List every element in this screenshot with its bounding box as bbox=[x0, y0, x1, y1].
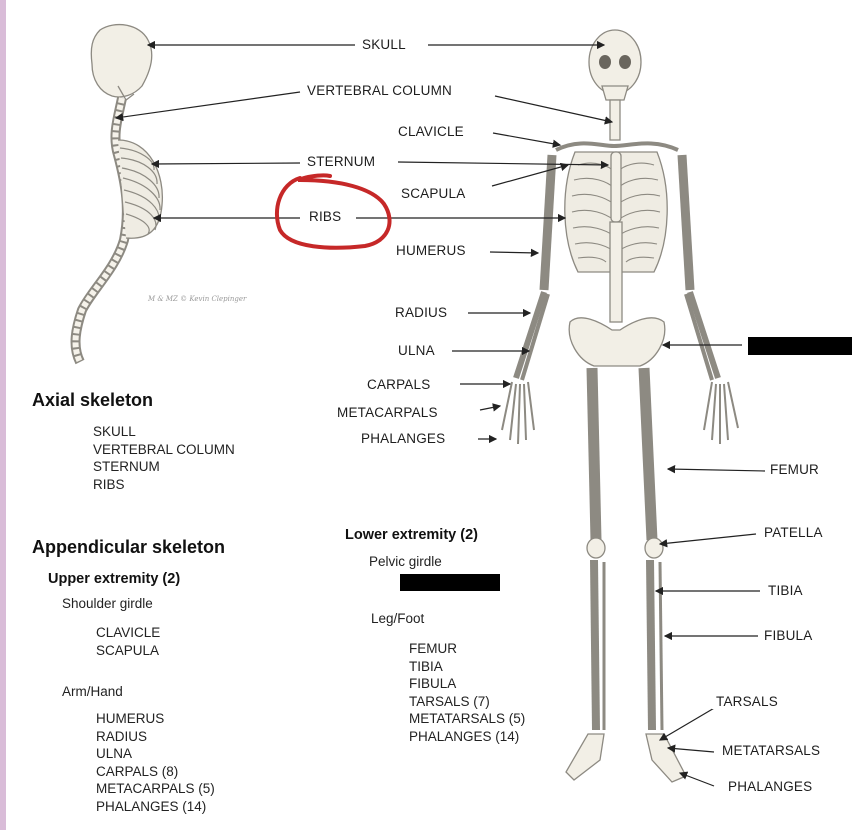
label-tarsals: TARSALS bbox=[712, 694, 782, 709]
label-patella: PATELLA bbox=[760, 525, 827, 540]
appendicular-heading: Appendicular skeleton bbox=[32, 537, 226, 557]
label-scapula: SCAPULA bbox=[397, 186, 470, 201]
label-tibia: TIBIA bbox=[764, 583, 807, 598]
arm-hand-label: Arm/Hand bbox=[62, 684, 123, 699]
list-item: FIBULA bbox=[409, 676, 457, 691]
anterior-clavicles bbox=[555, 141, 679, 152]
label-femur: FEMUR bbox=[766, 462, 823, 477]
list-item: FEMUR bbox=[409, 641, 457, 656]
list-item: PHALANGES (14) bbox=[409, 728, 520, 744]
leg-foot-list: FEMUR TIBIA FIBULA TARSALS (7) METATARSA… bbox=[409, 640, 525, 745]
shoulder-girdle-list: CLAVICLE SCAPULA bbox=[96, 624, 160, 659]
left-edge-stripe bbox=[0, 0, 6, 830]
pelvic-girdle-label: Pelvic girdle bbox=[369, 554, 442, 569]
list-item: SCAPULA bbox=[96, 642, 160, 658]
list-item: SKULL bbox=[93, 424, 136, 439]
axial-heading: Axial skeleton bbox=[32, 390, 154, 410]
leader-lines bbox=[114, 40, 766, 787]
label-humerus: HUMERUS bbox=[392, 243, 470, 258]
upper-extremity-heading: Upper extremity (2) bbox=[48, 571, 181, 587]
list-item: PHALANGES (14) bbox=[96, 798, 207, 814]
red-annotation-circle bbox=[274, 173, 392, 250]
artist-signature: M & MZ © Kevin Clepinger bbox=[148, 295, 247, 303]
axial-list: SKULL VERTEBRAL COLUMN STERNUM RIBS bbox=[93, 423, 235, 493]
shoulder-girdle-label: Shoulder girdle bbox=[62, 596, 153, 611]
list-item: TIBIA bbox=[409, 658, 443, 674]
label-ulna: ULNA bbox=[394, 343, 439, 358]
list-item: METATARSALS (5) bbox=[409, 711, 526, 726]
label-clavicle: CLAVICLE bbox=[394, 124, 468, 139]
label-metatarsals: METATARSALS bbox=[718, 743, 825, 758]
lateral-skeleton bbox=[70, 23, 164, 365]
label-phalanges-foot: PHALANGES bbox=[724, 779, 817, 794]
label-skull: SKULL bbox=[358, 37, 410, 52]
list-item: TARSALS (7) bbox=[409, 693, 490, 709]
label-carpals: CARPALS bbox=[363, 377, 435, 392]
anterior-skull bbox=[588, 29, 642, 95]
list-item: RADIUS bbox=[96, 728, 148, 744]
label-sternum: STERNUM bbox=[303, 154, 380, 169]
arm-hand-list: HUMERUS RADIUS ULNA CARPALS (8) METACARP… bbox=[96, 710, 215, 815]
anterior-pelvis bbox=[568, 317, 666, 367]
lower-extremity-heading: Lower extremity (2) bbox=[345, 527, 478, 543]
label-fibula: FIBULA bbox=[760, 628, 817, 643]
anterior-skeleton bbox=[501, 29, 739, 783]
list-item: CLAVICLE bbox=[96, 625, 161, 640]
lateral-skull bbox=[90, 23, 153, 98]
list-item: HUMERUS bbox=[96, 711, 165, 726]
redaction-bar-pelvic-girdle bbox=[400, 574, 500, 591]
list-item: STERNUM bbox=[93, 459, 160, 474]
label-phalanges-hand: PHALANGES bbox=[357, 431, 450, 446]
list-item: RIBS bbox=[93, 476, 125, 492]
label-ribs: RIBS bbox=[305, 209, 346, 224]
label-vertebral-column: VERTEBRAL COLUMN bbox=[303, 83, 456, 98]
list-item: METACARPALS (5) bbox=[96, 781, 215, 796]
label-radius: RADIUS bbox=[391, 305, 452, 320]
list-item: VERTEBRAL COLUMN bbox=[93, 441, 235, 457]
list-item: ULNA bbox=[96, 746, 133, 761]
redaction-bar-pelvis-label bbox=[748, 337, 852, 355]
anterior-sternum bbox=[610, 151, 622, 223]
lateral-spine bbox=[70, 97, 132, 365]
leg-foot-label: Leg/Foot bbox=[371, 611, 425, 626]
list-item: CARPALS (8) bbox=[96, 763, 179, 779]
label-metacarpals: METACARPALS bbox=[333, 405, 442, 420]
